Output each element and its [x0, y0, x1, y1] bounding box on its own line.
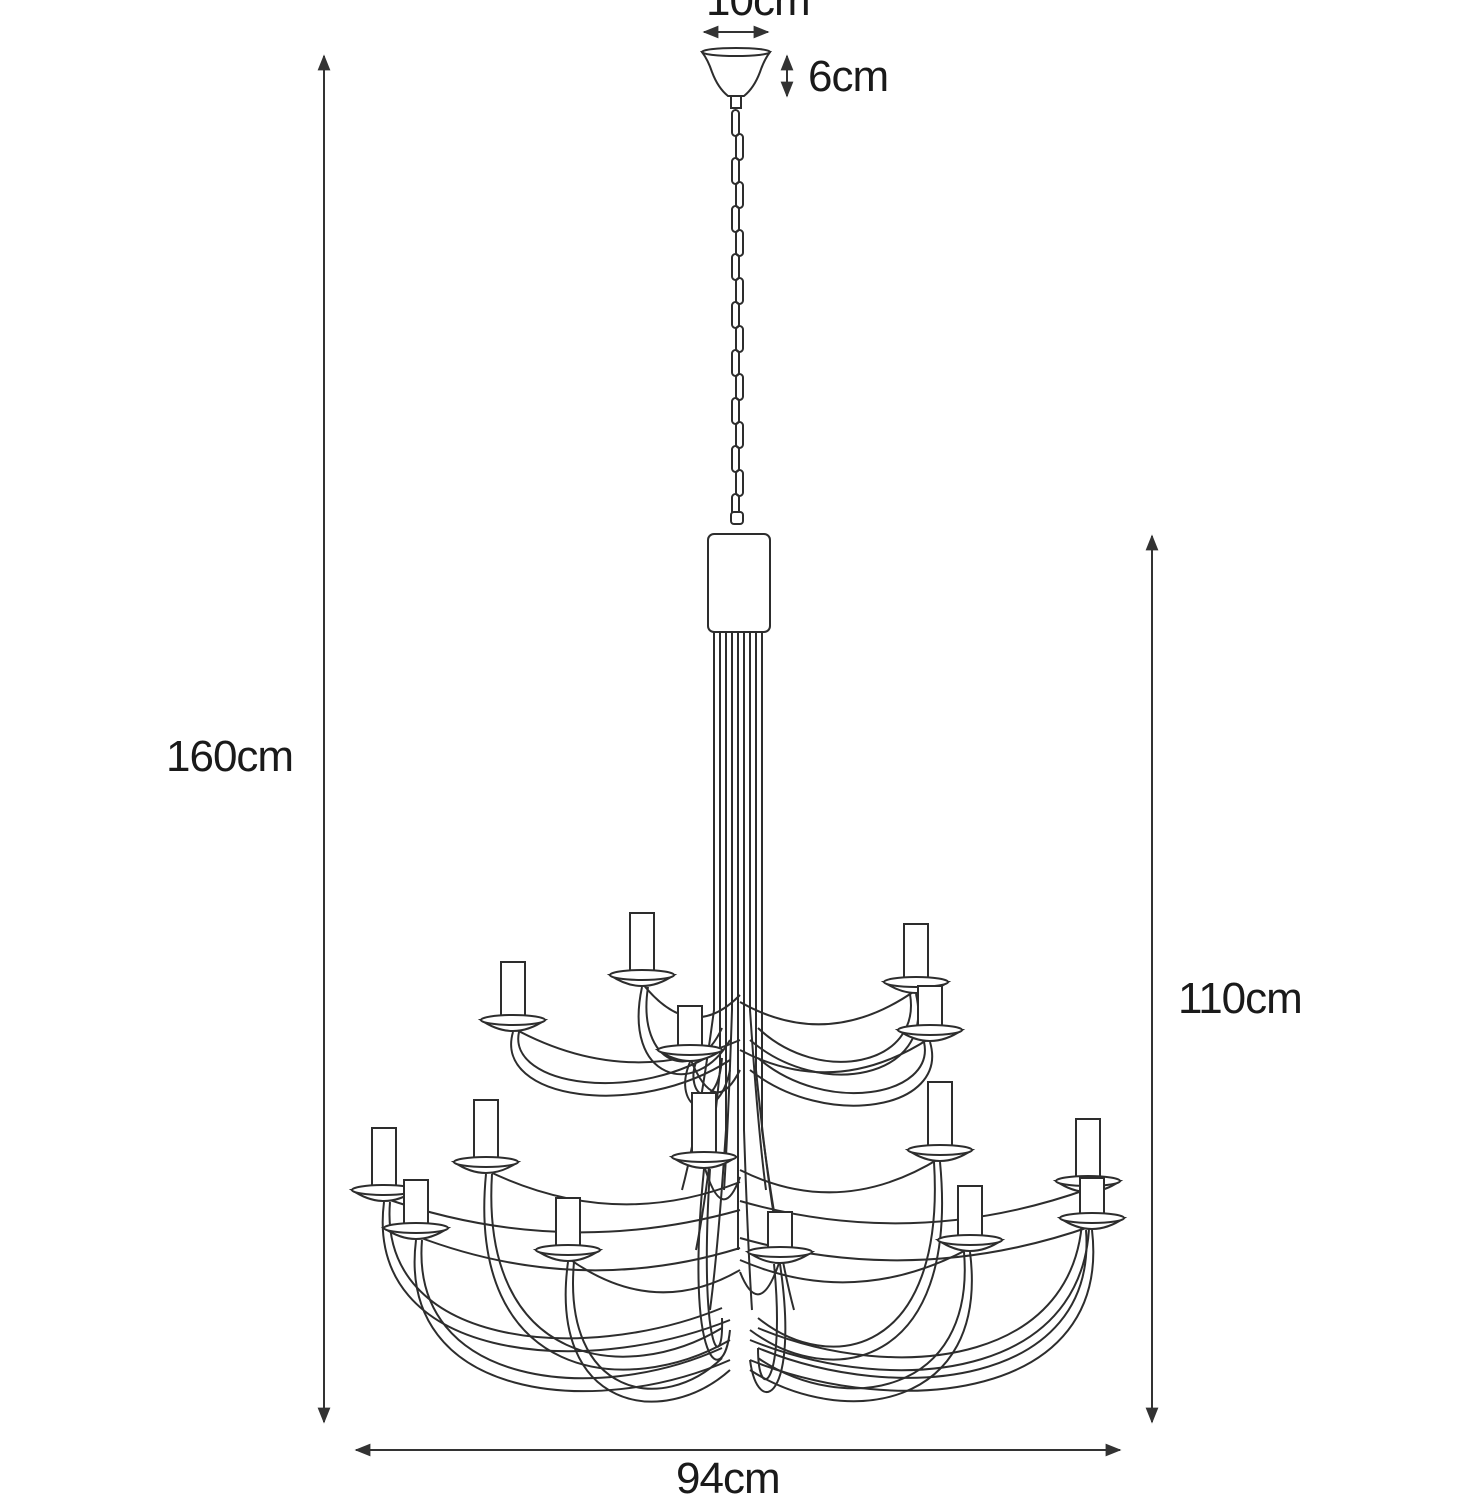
chain-link	[735, 325, 744, 353]
drip-cup-rim	[657, 1044, 723, 1056]
drip-cup-rim	[671, 1151, 737, 1163]
chandelier-arm	[564, 1261, 731, 1403]
chandelier-arm	[749, 1263, 787, 1393]
chandelier-arm	[757, 993, 912, 1063]
chandelier-arm	[757, 1229, 1088, 1379]
chandelier-arm	[705, 1168, 724, 1348]
central-stem-rods	[681, 632, 795, 1311]
chain-link	[735, 421, 744, 449]
candle-sleeve	[1075, 1118, 1101, 1182]
chandelier-arm	[420, 1239, 723, 1380]
candle-sleeve	[473, 1099, 499, 1163]
chain-link	[735, 277, 744, 305]
drip-cup-rim	[535, 1244, 601, 1256]
chain-link	[731, 109, 740, 137]
chain-link	[731, 301, 740, 329]
chandelier-arm	[757, 1192, 1084, 1359]
candle-sleeve	[371, 1127, 397, 1191]
candle-sleeve	[403, 1179, 429, 1229]
chain-link	[735, 469, 744, 497]
candle-sleeve	[555, 1197, 581, 1251]
body-height-label: 110cm	[1178, 974, 1303, 1023]
chain-link	[731, 253, 740, 281]
chandelier-arm	[749, 1192, 1091, 1372]
stem-rod	[749, 632, 767, 1191]
ceiling-canopy	[700, 51, 772, 97]
chain-link	[731, 205, 740, 233]
chain-link	[735, 373, 744, 401]
candle-sleeve	[1079, 1177, 1105, 1219]
drip-cup-rim	[480, 1014, 546, 1026]
canopy-width-label: 10cm	[706, 0, 811, 25]
candle-sleeve	[917, 985, 943, 1031]
chandelier-arm	[388, 1201, 723, 1340]
candle-sleeve	[629, 912, 655, 976]
stem-rod	[709, 632, 727, 1311]
chain-link	[735, 133, 744, 161]
decorative-swag	[739, 1247, 971, 1284]
decorative-swag	[567, 1257, 741, 1294]
chain-link	[731, 349, 740, 377]
chandelier-arm	[749, 1229, 1095, 1392]
candle-sleeve	[927, 1081, 953, 1151]
suspension-chain	[731, 109, 744, 521]
chandelier-arm	[483, 1173, 731, 1371]
canopy-height-label: 6cm	[808, 52, 889, 101]
decorative-swag	[739, 1259, 781, 1296]
chain-link	[731, 445, 740, 473]
candle-sleeve	[677, 1005, 703, 1051]
decorative-swag	[739, 1157, 941, 1194]
chain-link	[735, 229, 744, 257]
candle-sleeve	[903, 923, 929, 983]
chandelier-arm	[490, 1173, 723, 1358]
drip-cup-rim	[453, 1156, 519, 1168]
decorative-swag	[703, 1164, 741, 1201]
stem-cap-ring	[730, 511, 744, 525]
decorative-swag	[415, 1235, 741, 1272]
candle-sleeve	[500, 961, 526, 1021]
chandelier-arm	[572, 1261, 723, 1390]
chandelier-arm	[757, 1251, 966, 1390]
candle-sleeve	[957, 1185, 983, 1241]
stem-rod	[755, 632, 781, 1251]
canopy-hook	[730, 95, 742, 109]
width-label: 94cm	[676, 1454, 781, 1503]
chandelier-arm	[757, 1161, 936, 1348]
chandelier-arm	[749, 1251, 973, 1403]
decorative-swag	[739, 989, 917, 1026]
chain-link	[735, 181, 744, 209]
stem-rod	[723, 632, 733, 1191]
drip-cup-rim	[747, 1246, 813, 1258]
drip-cup-rim	[883, 976, 949, 988]
candle-holders	[348, 912, 1128, 1264]
chain-link	[731, 397, 740, 425]
chandelier-arm	[757, 1041, 926, 1095]
drip-cup-rim	[937, 1234, 1003, 1246]
drip-cup-rim	[897, 1024, 963, 1036]
chandelier-arm	[749, 1041, 934, 1107]
stem-rod	[743, 632, 753, 1311]
total-height-label: 160cm	[166, 732, 294, 781]
decorative-swag	[739, 1037, 931, 1074]
chandelier-arm	[757, 1263, 778, 1381]
drip-cup-rim	[1059, 1212, 1125, 1224]
chandelier-arm	[697, 1168, 731, 1361]
drip-cup-rim	[609, 969, 675, 981]
chandelier-arm	[637, 986, 731, 1076]
chain-link	[731, 157, 740, 185]
drip-cup-rim	[383, 1222, 449, 1234]
chandelier-arm	[413, 1239, 731, 1393]
candle-sleeve	[691, 1092, 717, 1158]
chandelier-arm	[510, 1031, 731, 1097]
canopy-rim	[701, 47, 771, 57]
drip-cup-rim	[907, 1144, 973, 1156]
central-column-cover	[707, 533, 771, 633]
chandelier-arm	[381, 1201, 731, 1353]
